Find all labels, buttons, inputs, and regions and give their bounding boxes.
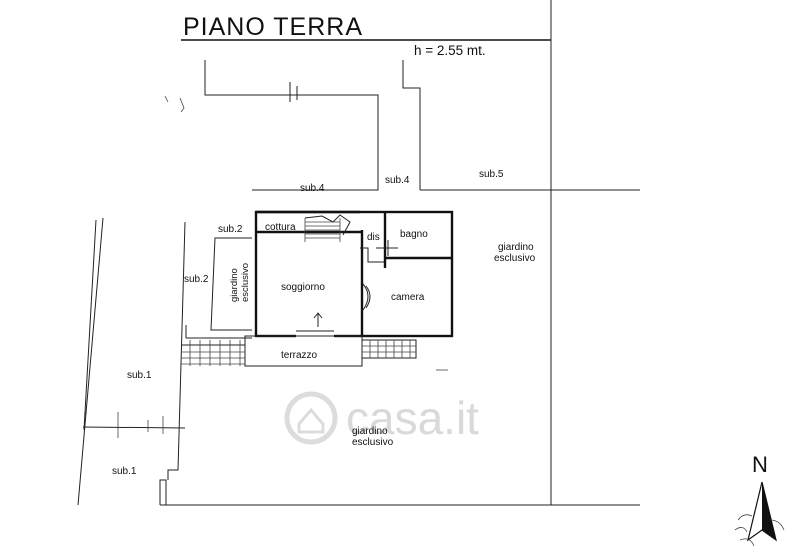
north-arrow: N <box>734 452 785 547</box>
room-label-bagno: bagno <box>400 229 428 240</box>
zone-label-giardino-bottom: giardino <box>352 426 388 437</box>
zone-label-sub1-bottom: sub.1 <box>112 466 137 477</box>
zone-label-sub5: sub.5 <box>479 169 504 180</box>
ceiling-height: h = 2.55 mt. <box>414 43 486 58</box>
zone-label-sub4-left: sub.4 <box>300 183 325 194</box>
zone-label-esclusivo-right: esclusivo <box>494 253 536 264</box>
left-garden-strip <box>185 237 252 339</box>
zone-label-sub2-side: sub.2 <box>184 274 209 285</box>
room-label-dis: dis <box>367 232 380 243</box>
terrace <box>181 335 417 367</box>
door-symbols <box>313 240 398 327</box>
watermark: casa.it <box>284 391 479 445</box>
zone-label-sub4-right: sub.4 <box>385 175 410 186</box>
zone-label-sub2-top: sub.2 <box>218 224 243 235</box>
lot-boundaries <box>77 0 640 506</box>
room-label-camera: camera <box>391 292 425 303</box>
watermark-text: casa.it <box>346 392 479 444</box>
zone-label-sub1-top: sub.1 <box>127 370 152 381</box>
zone-label-esclusivo-bottom: esclusivo <box>352 437 394 448</box>
room-label-cottura: cottura <box>265 222 296 233</box>
zone-label-giardino-left: giardino <box>229 268 240 302</box>
kitchen-stair <box>304 214 351 242</box>
zone-label-esclusivo-left: esclusivo <box>240 263 251 302</box>
room-label-terrazzo: terrazzo <box>281 350 318 361</box>
north-arrow-fill <box>762 482 776 540</box>
plan-title: PIANO TERRA <box>183 13 363 41</box>
north-label: N <box>752 452 768 477</box>
room-label-soggiorno: soggiorno <box>281 282 325 293</box>
zone-label-giardino-right: giardino <box>498 242 534 253</box>
